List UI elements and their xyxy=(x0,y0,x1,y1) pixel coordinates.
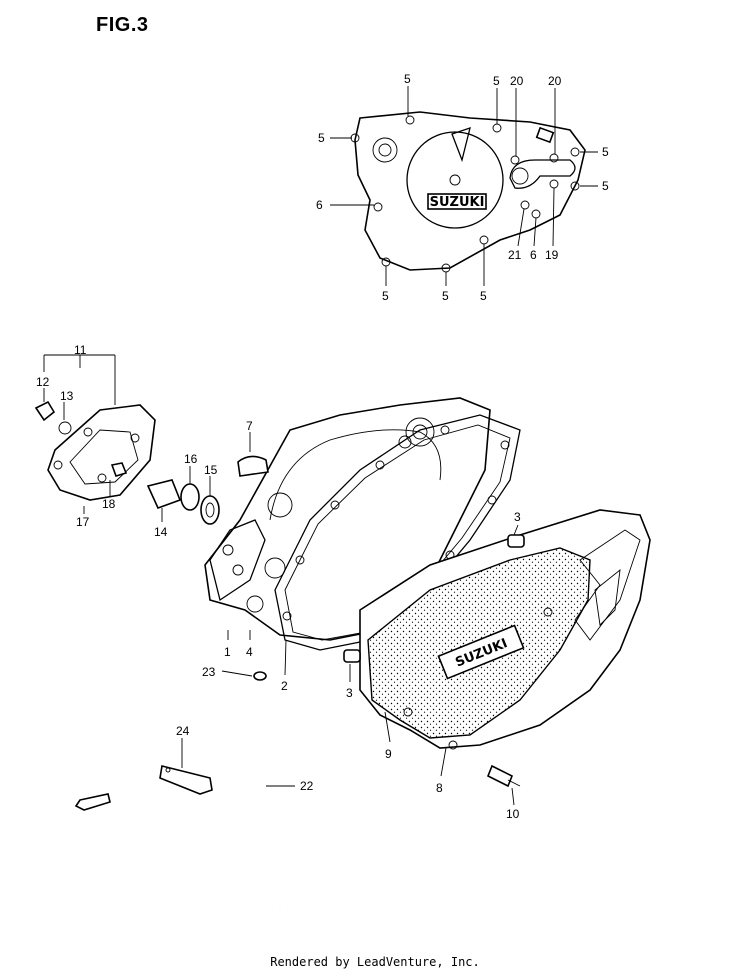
callout-5: 5 xyxy=(493,74,500,88)
callout-5: 5 xyxy=(602,179,609,193)
callout-6: 6 xyxy=(530,248,537,262)
small-parts xyxy=(74,534,525,911)
water-pump-assembly xyxy=(34,400,269,525)
callout-5: 5 xyxy=(442,289,449,303)
callout-5: 5 xyxy=(318,131,325,145)
callout-16: 16 xyxy=(184,452,198,466)
callout-14: 14 xyxy=(154,525,168,539)
callout-6: 6 xyxy=(316,198,323,212)
bottom-leader-lines xyxy=(43,354,519,806)
callout-9: 9 xyxy=(385,747,392,761)
callout-5: 5 xyxy=(404,72,411,86)
bottom-callouts: 11 12 13 7 16 15 18 17 14 3 1 4 23 2 3 2… xyxy=(36,343,521,821)
callout-24: 24 xyxy=(176,724,190,738)
callout-1: 1 xyxy=(224,645,231,659)
callout-23: 23 xyxy=(202,665,216,679)
cover-brand-text: SUZUKI xyxy=(430,195,485,210)
callout-4: 4 xyxy=(246,645,253,659)
footer-credit: Rendered by LeadVenture, Inc. xyxy=(270,955,480,969)
top-callouts: 5 5 20 20 5 5 5 6 21 6 19 5 5 5 xyxy=(316,72,609,303)
callout-5: 5 xyxy=(602,145,609,159)
callout-11: 11 xyxy=(74,343,87,357)
callout-3: 3 xyxy=(346,686,353,700)
figure-title: FIG.3 xyxy=(96,14,149,36)
callout-15: 15 xyxy=(204,463,218,477)
top-leader-lines xyxy=(330,86,598,286)
clutch-outer-cover: SUZUKI xyxy=(359,509,651,750)
generator-cover: SUZUKI xyxy=(350,111,586,273)
cover-gasket xyxy=(274,414,521,651)
callout-17: 17 xyxy=(76,515,90,529)
callout-8: 8 xyxy=(436,781,443,795)
callout-2: 2 xyxy=(281,679,288,693)
callout-21: 21 xyxy=(508,248,522,262)
callout-18: 18 xyxy=(102,497,116,511)
callout-5: 5 xyxy=(382,289,389,303)
callout-13: 13 xyxy=(60,389,74,403)
callout-10: 10 xyxy=(506,807,520,821)
callout-7: 7 xyxy=(246,419,253,433)
callout-19: 19 xyxy=(545,248,559,262)
callout-20: 20 xyxy=(548,74,562,88)
callout-3: 3 xyxy=(514,510,521,524)
callout-5: 5 xyxy=(480,289,487,303)
callout-22: 22 xyxy=(300,779,314,793)
callout-20: 20 xyxy=(510,74,524,88)
callout-12: 12 xyxy=(36,375,50,389)
